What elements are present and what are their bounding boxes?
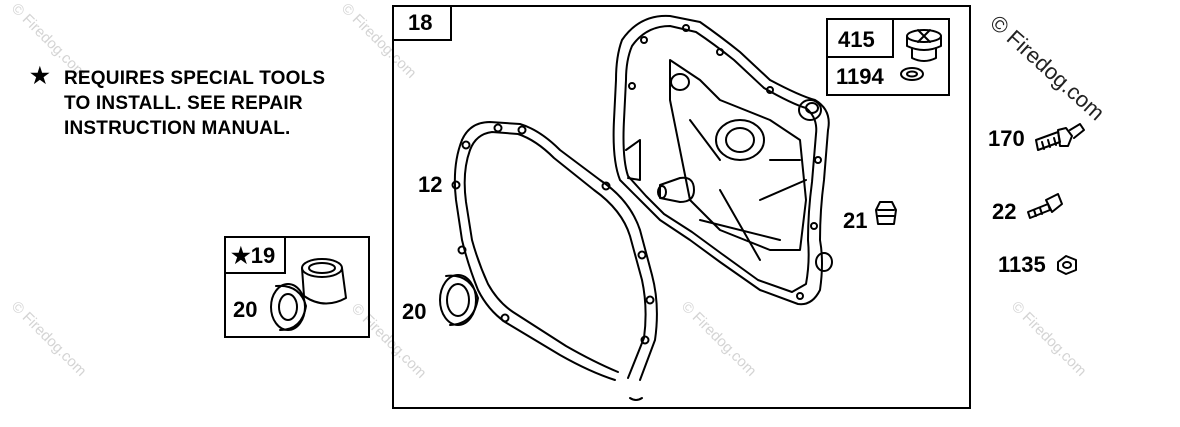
label-1194: 1194 (836, 64, 884, 89)
kit-19-divider-h (224, 272, 286, 274)
plug-kit-divider-h (826, 56, 894, 58)
note-line-1: REQUIRES SPECIAL TOOLS (64, 68, 326, 89)
note-line-3: INSTRUCTION MANUAL. (64, 118, 291, 139)
cover-housing-drawing (612, 14, 833, 306)
main-box-number-frame (392, 5, 452, 41)
stud-170-drawing (1035, 123, 1085, 151)
main-assembly-box (392, 5, 971, 409)
label-seal-20: 20 (402, 299, 427, 324)
label-part-170: 170 (988, 126, 1025, 151)
star-icon: ★ (30, 63, 50, 88)
label-part-22: 22 (992, 199, 1017, 224)
main-box-number: 18 (408, 10, 433, 35)
label-kit-20: 20 (233, 297, 258, 322)
label-415: 415 (838, 27, 875, 52)
label-fitting-21: 21 (843, 208, 868, 233)
fitting-21-drawing (875, 201, 897, 225)
bottom-mark (629, 397, 643, 401)
kit-sleeve-drawing (301, 258, 347, 305)
label-gasket-12: 12 (418, 172, 443, 197)
plug-415-drawing (906, 29, 942, 62)
kit-19-box (224, 236, 370, 338)
kit-seal-drawing (270, 283, 307, 331)
bolt-22-drawing (1027, 193, 1063, 219)
label-kit-19: ★19 (231, 243, 276, 268)
washer-1194-drawing (900, 67, 924, 81)
special-tools-note: ★ REQUIRES SPECIAL TOOLS TO INSTALL. SEE… (30, 63, 326, 141)
kit-19-divider-v (284, 236, 286, 274)
plug-kit-divider-v (892, 18, 894, 58)
gasket-drawing (451, 121, 658, 381)
seal-main-drawing (439, 274, 479, 326)
label-part-1135: 1135 (998, 252, 1046, 277)
nut-1135-drawing (1057, 255, 1077, 275)
note-line-2: TO INSTALL. SEE REPAIR (64, 93, 303, 114)
